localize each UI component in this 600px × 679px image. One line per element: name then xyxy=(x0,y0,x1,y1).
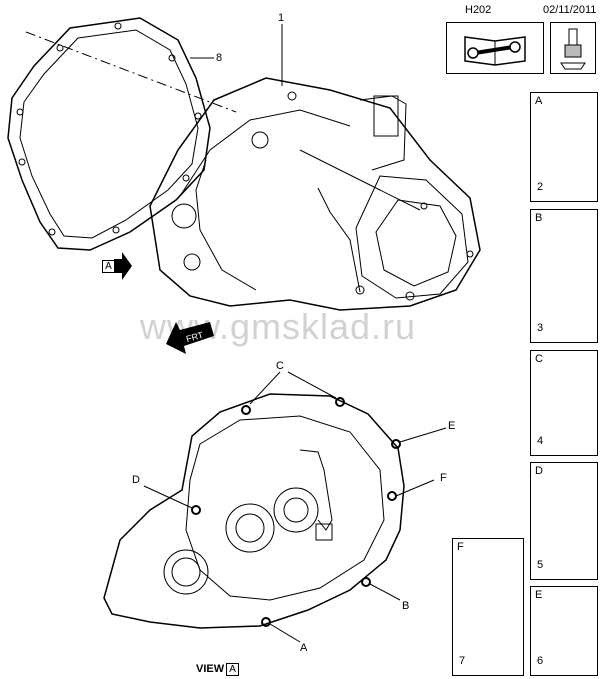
bolt-panel-letter: C xyxy=(535,353,543,365)
frt-arrow xyxy=(166,322,214,354)
callout-B: B xyxy=(402,600,410,612)
transmission-body xyxy=(149,77,481,311)
bolt-panel-letter: E xyxy=(535,589,543,601)
bolt-panel-letter: B xyxy=(535,212,543,224)
callout-F: F xyxy=(440,472,447,484)
bolt-panel-letter: F xyxy=(457,541,464,553)
bolt-panel-D: D 5 xyxy=(530,462,598,580)
bolt-panel-B: B 3 xyxy=(530,209,598,343)
bolt-panel-number: 4 xyxy=(537,435,544,447)
bolt-panel-letter: A xyxy=(535,95,543,107)
bolt-panel-number: 7 xyxy=(459,655,466,667)
view-a-arrow-label: A xyxy=(100,260,115,273)
callout-E: E xyxy=(448,420,456,432)
callout-D: D xyxy=(132,474,140,486)
bolt-panel-number: 3 xyxy=(537,322,544,334)
view-label-tag: A xyxy=(226,663,240,676)
bolt-panel-number: 6 xyxy=(537,655,544,667)
bolt-panel-C: C 4 xyxy=(530,350,598,456)
diagram-date: 02/11/2011 xyxy=(543,4,597,16)
view-label-text: VIEW xyxy=(196,663,225,675)
diagram-code: H202 xyxy=(465,4,492,16)
bolt-panel-F: F 7 xyxy=(452,538,524,676)
view-a-arrow xyxy=(114,252,132,280)
callout-A: A xyxy=(300,642,308,654)
bell-housing xyxy=(103,393,405,629)
bolt-panel-E: E 6 xyxy=(530,586,598,676)
torque-tool-icon xyxy=(550,22,596,74)
bolt-panel-A: A 2 xyxy=(530,92,598,202)
view-a-arrow-tag: A xyxy=(102,260,115,273)
bolt-panel-number: 2 xyxy=(537,181,544,193)
callout-8: 8 xyxy=(216,52,223,64)
gasket-outline xyxy=(7,17,211,251)
callout-1: 1 xyxy=(278,12,285,24)
manual-wrench-icon xyxy=(446,22,544,74)
callout-C: C xyxy=(276,360,284,372)
bolt-panel-number: 5 xyxy=(537,559,544,571)
bolt-panel-letter: D xyxy=(535,465,543,477)
